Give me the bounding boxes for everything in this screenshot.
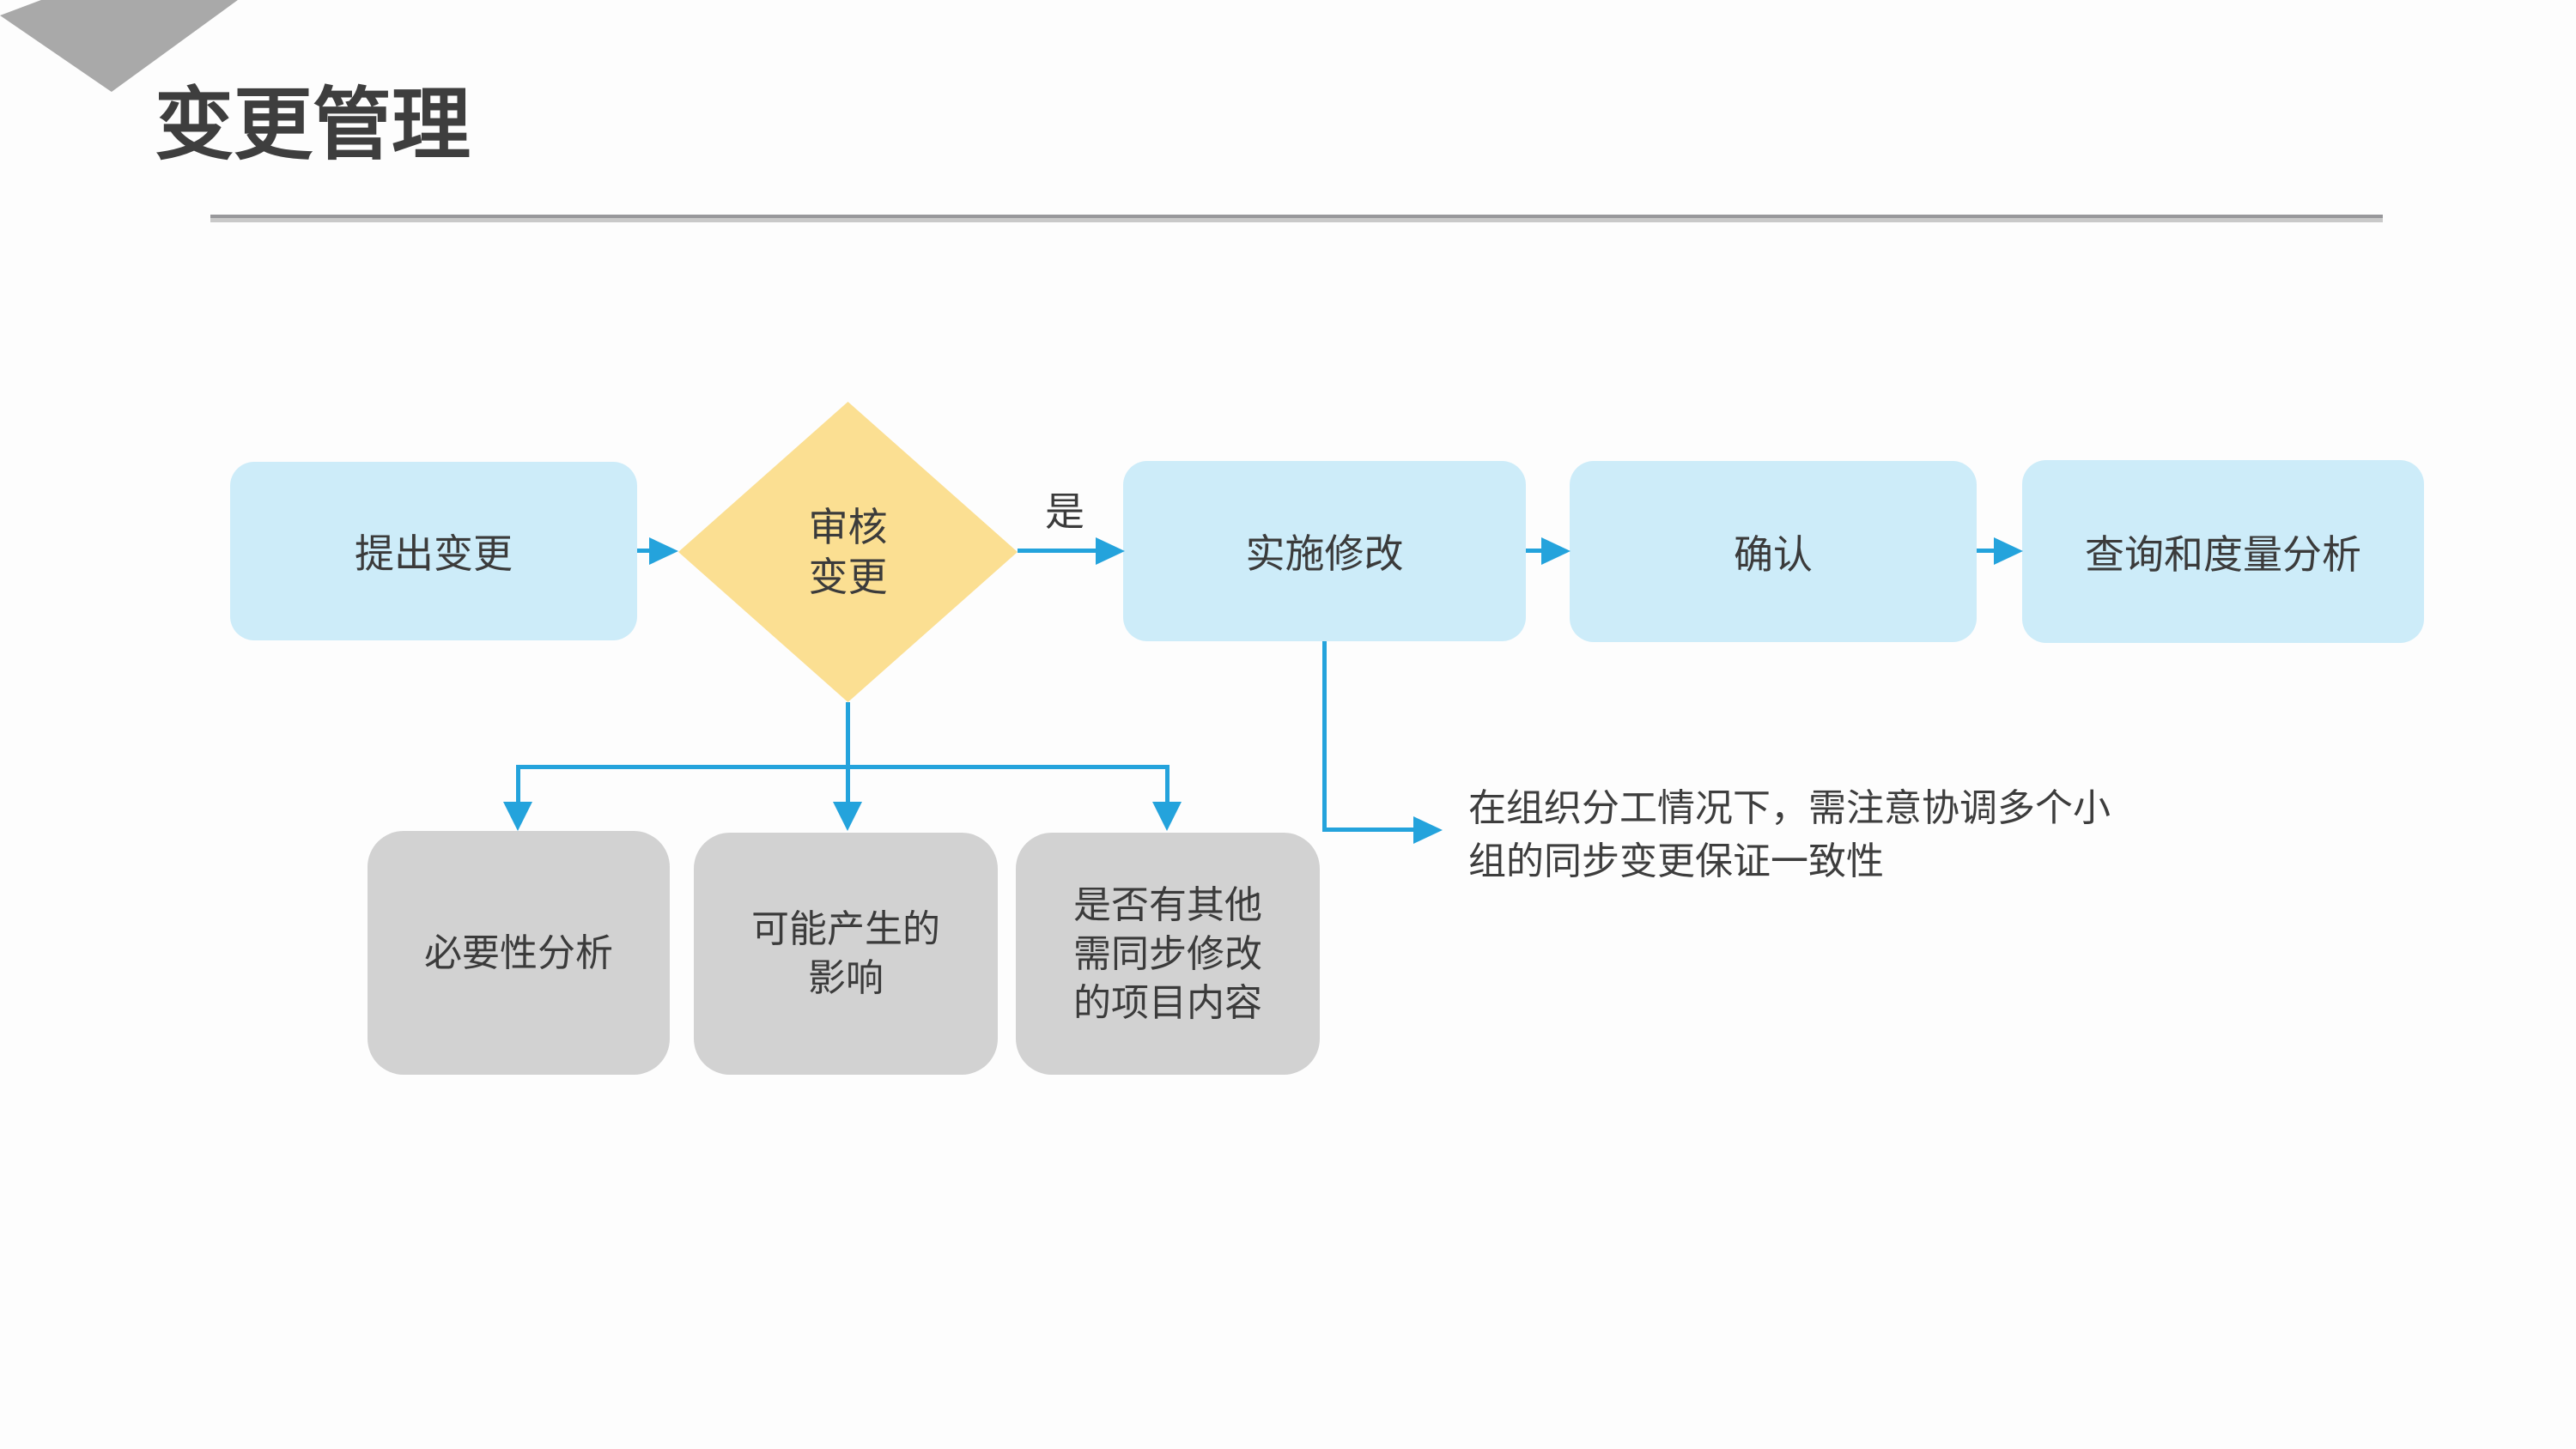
flow-node-implement-changes-label: 实施修改 [1245, 531, 1404, 576]
corner-triangle-accent-icon [0, 0, 238, 93]
connector-implement-to-confirm [1526, 549, 1546, 553]
flow-node-implement-changes: 实施修改 [1123, 461, 1526, 641]
arrowhead-right-icon [1994, 537, 2023, 565]
sub-node-possible-impact-label-line2: 影响 [808, 957, 884, 999]
note-line-2: 组的同步变更保证一致性 [1468, 840, 1884, 882]
connector-implement-to-note-bar [1322, 828, 1417, 832]
flow-node-propose-change: 提出变更 [230, 462, 637, 640]
sub-node-other-sync-items-label-line3: 的项目内容 [1073, 981, 1262, 1024]
sub-node-other-sync-items: 是否有其他 需同步修改 的项目内容 [1016, 833, 1320, 1075]
flow-node-query-measure-analysis: 查询和度量分析 [2022, 460, 2424, 643]
connector-review-branch-bar [516, 765, 1170, 769]
title-divider [210, 215, 2383, 222]
note-callout: 在组织分工情况下，需注意协调多个小 组的同步变更保证一致性 [1468, 782, 2111, 888]
connector-branch-to-other [1165, 765, 1170, 803]
connector-review-to-implement [1018, 549, 1100, 553]
sub-node-necessity-analysis: 必要性分析 [368, 831, 670, 1075]
flow-node-review-change-label-line1: 审核 [808, 505, 888, 549]
flow-node-confirm: 确认 [1570, 461, 1977, 642]
connector-branch-to-impact [846, 769, 850, 803]
connector-confirm-to-query [1977, 549, 1997, 553]
arrowhead-down-icon [1152, 802, 1182, 831]
flow-node-review-change-label-line2: 变更 [808, 555, 888, 599]
connector-branch-to-necessity [516, 765, 520, 803]
flow-node-propose-change-label: 提出变更 [355, 531, 513, 576]
note-line-1: 在组织分工情况下，需注意协调多个小 [1468, 787, 2111, 829]
sub-node-other-sync-items-label-line2: 需同步修改 [1073, 932, 1262, 975]
flow-node-query-measure-analysis-label: 查询和度量分析 [2085, 531, 2361, 577]
arrowhead-right-icon [1096, 537, 1125, 565]
sub-node-possible-impact-label-line1: 可能产生的 [751, 908, 940, 950]
sub-node-necessity-analysis-label: 必要性分析 [424, 931, 613, 974]
arrowhead-right-icon [1541, 537, 1571, 565]
flow-node-review-change-decision: 审核 变更 [678, 402, 1018, 702]
sub-node-possible-impact: 可能产生的 影响 [694, 833, 998, 1075]
arrowhead-right-icon [1413, 816, 1443, 844]
connector-propose-to-review [637, 549, 654, 553]
page-title: 变更管理 [155, 82, 471, 169]
arrowhead-down-icon [833, 802, 862, 831]
arrowhead-right-icon [649, 537, 678, 565]
connector-implement-to-note-stem [1322, 641, 1327, 832]
connector-review-branch-stem [846, 702, 850, 769]
sub-node-other-sync-items-label-line1: 是否有其他 [1073, 883, 1262, 926]
edge-label-yes: 是 [1045, 489, 1084, 534]
flow-node-confirm-label: 确认 [1734, 531, 1813, 577]
arrowhead-down-icon [503, 802, 532, 831]
